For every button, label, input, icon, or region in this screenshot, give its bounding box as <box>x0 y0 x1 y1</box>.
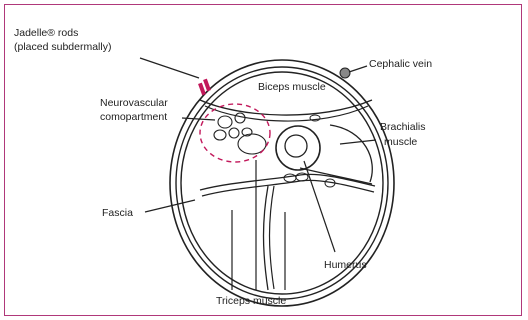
jadelle-label-line1: Jadelle® rods <box>14 27 78 39</box>
cephalic-vein <box>340 68 350 78</box>
vessel-oval <box>284 174 296 182</box>
jadelle-leader <box>140 58 199 78</box>
neurovascular-label-line2: comopartment <box>100 111 167 123</box>
brachialis-label-line1: Brachialis <box>380 121 426 133</box>
posterior-septum <box>200 174 375 190</box>
biceps-boundary <box>200 100 372 115</box>
triceps-division <box>264 186 269 290</box>
cephalic-leader <box>349 66 367 72</box>
humerus-label: Humerus <box>324 259 367 271</box>
biceps-boundary-inner <box>205 106 368 121</box>
neurovascular-bundle <box>229 128 239 138</box>
humerus-marrow <box>285 135 307 157</box>
brachialis-label-line2: muscle <box>384 136 417 148</box>
posterior-septum-inner <box>202 180 374 196</box>
neurovascular-bundle <box>214 130 226 140</box>
humerus-outer <box>276 126 320 170</box>
biceps-label: Biceps muscle <box>258 81 326 93</box>
triceps-label: Triceps muscle <box>216 295 286 307</box>
fascia-leader <box>145 200 195 212</box>
cephalic-label: Cephalic vein <box>369 58 432 70</box>
triceps-division-inner <box>270 186 275 289</box>
brachialis-boundary <box>330 125 372 182</box>
fascia-label: Fascia <box>102 207 133 219</box>
neurovascular-bundle <box>218 116 232 128</box>
neurovascular-dashed-circle <box>200 104 270 162</box>
jadelle-label-line2: (placed subdermally) <box>14 41 111 53</box>
brachialis-leader <box>340 140 376 144</box>
neurovascular-label-line1: Neurovascular <box>100 97 168 109</box>
